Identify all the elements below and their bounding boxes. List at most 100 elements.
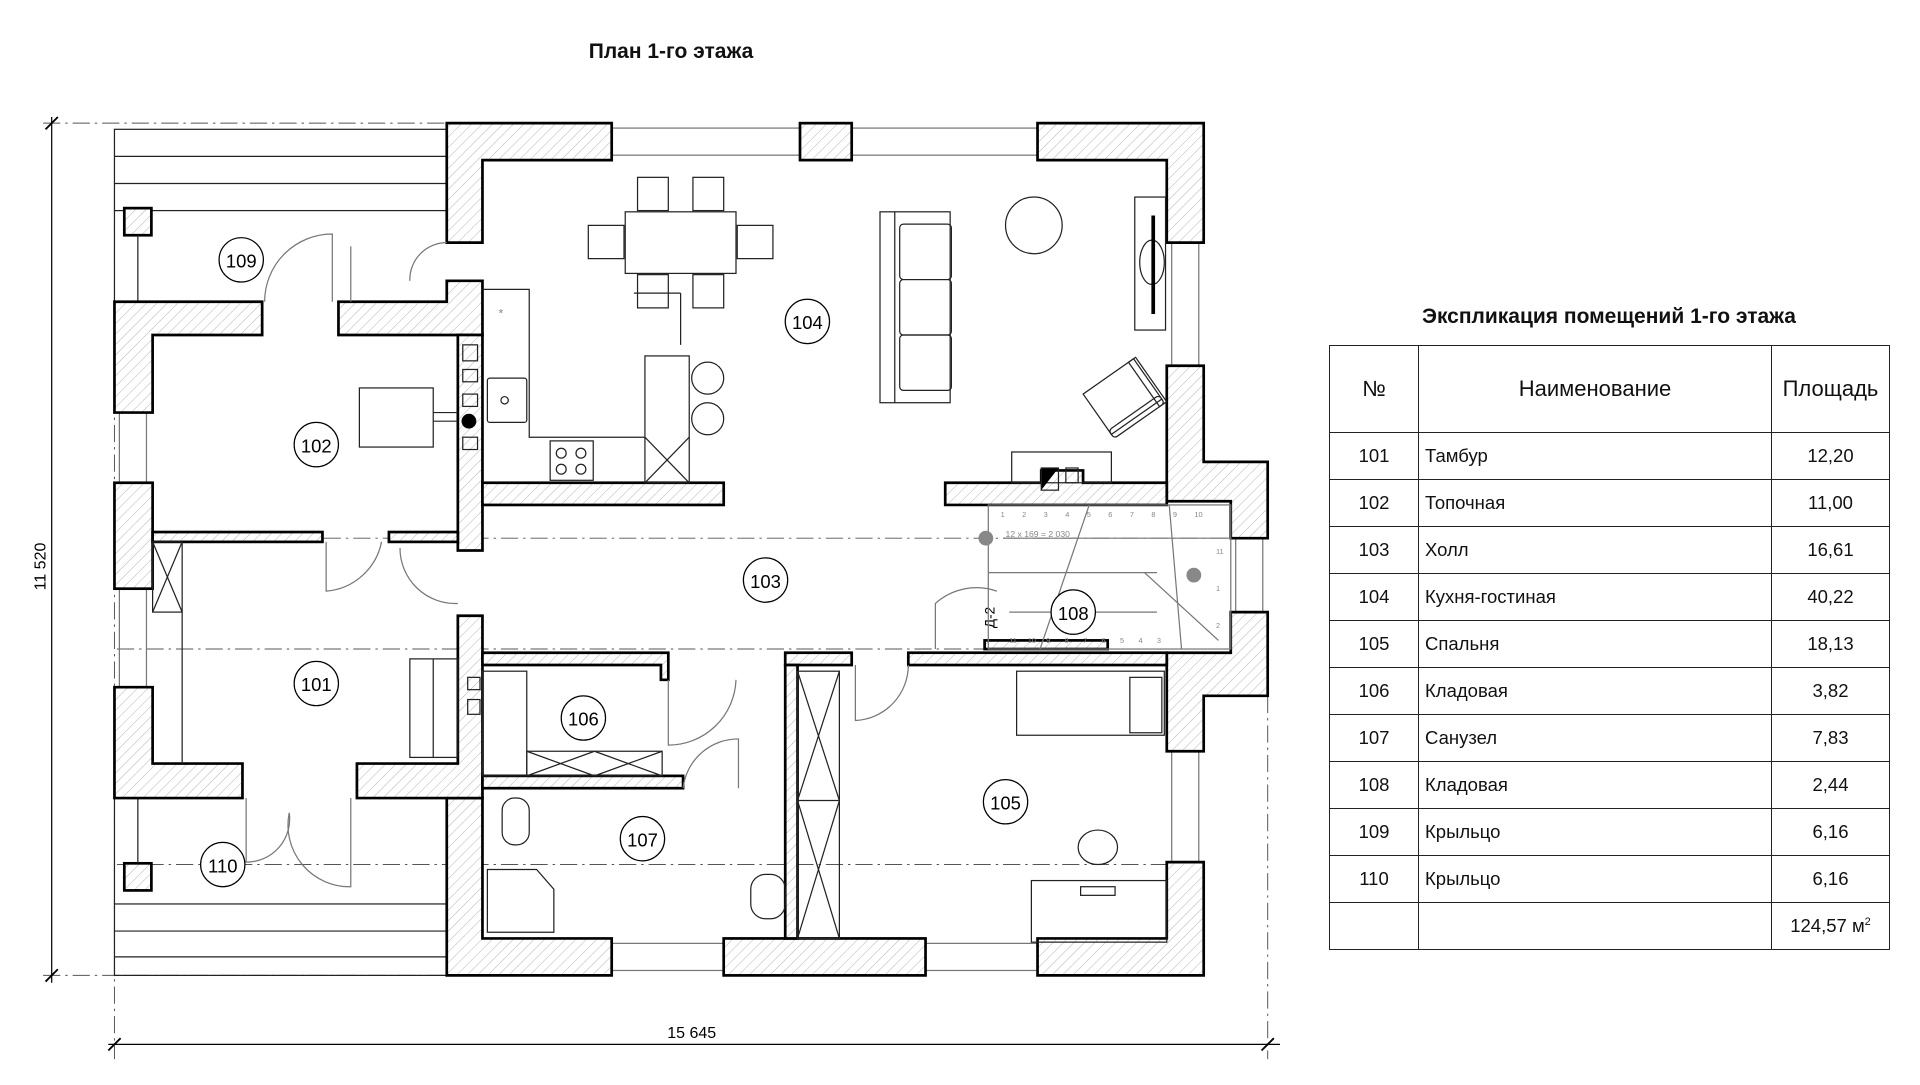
room-number: 103 <box>1329 526 1419 574</box>
stair-step-number: 7 <box>1130 510 1134 519</box>
stair-step-number: 4 <box>1138 636 1142 645</box>
room-number: 110 <box>1329 855 1419 903</box>
room-area: 16,61 <box>1771 526 1890 574</box>
room-area: 11,00 <box>1771 479 1890 527</box>
room-name: Холл <box>1418 526 1772 574</box>
room-name: Санузел <box>1418 714 1772 762</box>
porch-109-steps <box>113 128 448 302</box>
room-tag-103: 103 <box>742 557 789 603</box>
tv-console <box>1134 196 1167 331</box>
dimension-width: 15 645 <box>107 1025 1280 1052</box>
stair-step-number: 10 <box>1028 636 1036 645</box>
porch-column <box>122 861 153 892</box>
svg-text:*: * <box>498 307 503 321</box>
room-name: Кухня-гостиная <box>1418 573 1772 621</box>
room-name: Кладовая <box>1418 667 1772 715</box>
room-tag-101: 101 <box>293 660 340 707</box>
door-label-d2: Д-2 <box>982 607 997 628</box>
room-tag-106: 106 <box>560 695 607 741</box>
stair-step-number: 4 <box>1065 510 1069 519</box>
stair-formula: 12 x 169 = 2 030 <box>1006 529 1071 539</box>
stair-step-number: 2 <box>1216 621 1220 630</box>
room-name: Топочная <box>1418 479 1772 527</box>
svg-text:108: 108 <box>1058 603 1089 624</box>
total-area: 124,57 м2 <box>1771 902 1890 950</box>
header-area: Площадь <box>1771 345 1890 433</box>
stair-step-number: 3 <box>1044 510 1048 519</box>
stair-step-number: 9 <box>1173 510 1177 519</box>
svg-text:102: 102 <box>301 435 332 456</box>
desk <box>1030 829 1168 943</box>
svg-text:105: 105 <box>990 792 1021 813</box>
stair-step-number: 2 <box>1022 510 1026 519</box>
stair-step-number: 5 <box>1120 636 1124 645</box>
room-area: 40,22 <box>1771 573 1890 621</box>
room-area: 18,13 <box>1771 620 1890 668</box>
room-tag-104: 104 <box>784 298 831 345</box>
dining-set <box>587 176 774 345</box>
stair-step-number: 8 <box>1151 510 1155 519</box>
total-unit-sup: 2 <box>1864 915 1871 928</box>
room-area: 2,44 <box>1771 761 1890 809</box>
svg-text:101: 101 <box>301 674 332 695</box>
stair-step-number: 3 <box>1157 636 1161 645</box>
stair-step-number: 11 <box>1216 547 1224 556</box>
kitchen: * <box>482 288 725 484</box>
room-tag-102: 102 <box>293 421 340 468</box>
wardrobe-105 <box>796 670 840 940</box>
room-area: 3,82 <box>1771 667 1890 715</box>
header-name: Наименование <box>1418 345 1772 433</box>
room-number: 101 <box>1329 432 1419 480</box>
stair-start-marker <box>1186 567 1202 583</box>
room-number: 105 <box>1329 620 1419 668</box>
svg-text:103: 103 <box>750 571 781 592</box>
room-name: Крыльцо <box>1418 808 1772 856</box>
walls <box>113 121 1270 977</box>
table-header-row: № Наименование Площадь <box>1329 345 1890 433</box>
stair-step-number: 11 <box>1009 636 1017 645</box>
room-area: 7,83 <box>1771 714 1890 762</box>
boiler-equipment <box>358 344 479 451</box>
room-name: Кладовая <box>1418 761 1772 809</box>
round-table <box>1004 196 1063 255</box>
stair-step-number: 1 <box>1216 584 1220 593</box>
room-area: 6,16 <box>1771 808 1890 856</box>
room-tag-108: 108 <box>1050 589 1096 635</box>
room-number: 104 <box>1329 573 1419 621</box>
plan-title: План 1-го этажа <box>588 40 754 63</box>
stair-step-number: 9 <box>1046 636 1050 645</box>
room-area: 12,20 <box>1771 432 1890 480</box>
room-tag-107: 107 <box>619 815 666 862</box>
stair-step-number: 6 <box>1108 510 1112 519</box>
dimension-height-label: 11 520 <box>33 543 50 591</box>
wardrobe-101 <box>152 541 183 764</box>
room-number: 102 <box>1329 479 1419 527</box>
dimension-height: 11 520 <box>33 116 59 983</box>
total-empty <box>1329 902 1419 950</box>
room-name: Крыльцо <box>1418 855 1772 903</box>
storage-shelves-106 <box>467 670 663 777</box>
svg-text:104: 104 <box>792 312 823 333</box>
stair-step-number: 7 <box>1083 636 1087 645</box>
stair-step-number: 10 <box>1194 510 1202 519</box>
shoe-rack <box>409 658 459 759</box>
armchair <box>1082 356 1168 438</box>
total-value: 124,57 <box>1790 915 1847 936</box>
total-unit: м <box>1851 915 1865 936</box>
room-tag-110: 110 <box>200 841 246 888</box>
stair-step-number: 8 <box>1065 636 1069 645</box>
svg-text:110: 110 <box>208 855 237 876</box>
fireplace <box>1011 451 1113 491</box>
room-tag-105: 105 <box>982 778 1029 825</box>
svg-text:106: 106 <box>568 709 599 730</box>
